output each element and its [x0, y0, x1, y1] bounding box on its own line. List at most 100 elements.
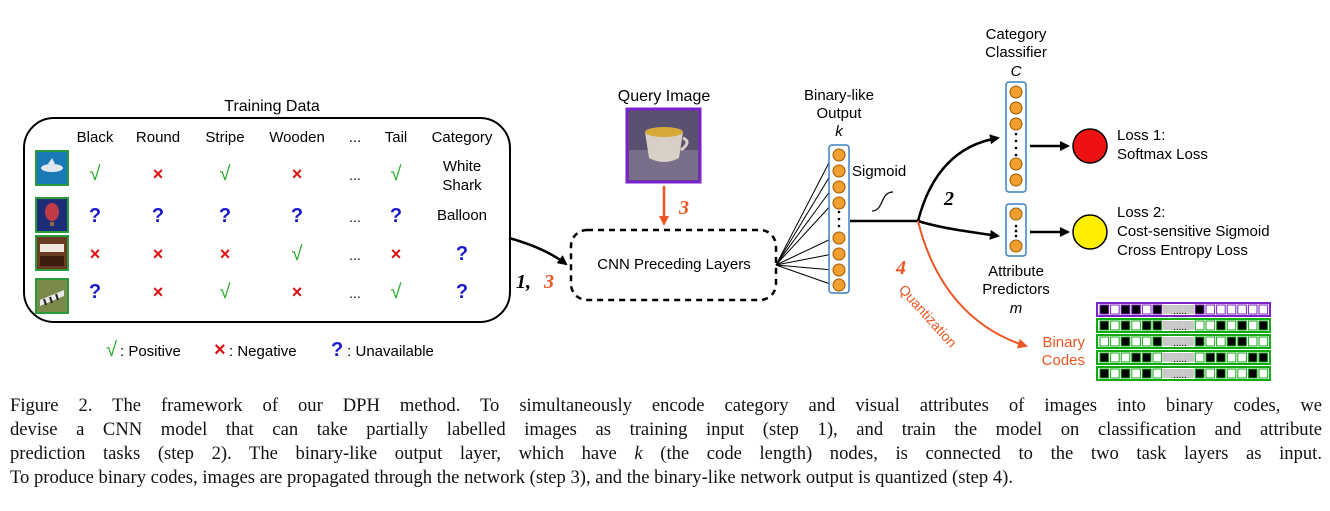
- code-gap: [1183, 353, 1195, 362]
- code-bit-1: [1120, 336, 1131, 347]
- code-bit-1: [1152, 320, 1163, 331]
- code-bit-1: [1258, 352, 1269, 363]
- ellipsis-dot: [1014, 139, 1018, 143]
- classifier-label-2: Classifier: [985, 44, 1047, 61]
- attribute-cell-pos: √: [220, 163, 231, 185]
- zebra-thumbnail: [35, 278, 69, 314]
- attribute-header-row: Black Round Stripe Wooden... Tail Category: [77, 129, 493, 146]
- code-bit-0: [1205, 368, 1216, 379]
- step-label-4: 4: [895, 257, 906, 279]
- legend-unavailable-symbol: ?: [331, 339, 343, 361]
- neuron-node: [832, 247, 846, 261]
- code-bit-0: [1110, 320, 1120, 331]
- code-bit-1: [1152, 336, 1163, 347]
- attribute-var: m: [1010, 300, 1023, 317]
- code-bit-1: [1099, 352, 1110, 363]
- step-label-3-train: 3: [543, 271, 554, 293]
- attribute-cell-neg: ×: [391, 244, 402, 264]
- loss2-desc-2: Cross Entropy Loss: [1117, 242, 1248, 259]
- code-bit-0: [1247, 304, 1258, 315]
- connection-line: [775, 253, 834, 266]
- code-ellipsis: .....: [1173, 338, 1187, 349]
- neuron-node: [1009, 117, 1023, 131]
- attribute-header: Category: [432, 129, 493, 146]
- category-cell: ?: [456, 281, 468, 303]
- classifier-nodes: [1009, 85, 1023, 187]
- code-bit-0: [1247, 320, 1258, 331]
- code-bit-0: [1226, 352, 1237, 363]
- attribute-header: Stripe: [205, 129, 244, 146]
- neuron-node: [832, 148, 846, 162]
- connection-line: [775, 202, 834, 266]
- code-gap: [1162, 369, 1174, 378]
- attribute-cell-pos: √: [391, 163, 402, 185]
- code-bit-0: [1194, 320, 1205, 331]
- attribute-cell-pos: √: [90, 163, 101, 185]
- attribute-header: Tail: [385, 129, 408, 146]
- code-bit-0: [1205, 304, 1216, 315]
- code-bit-0: [1258, 368, 1269, 379]
- neuron-node: [832, 164, 846, 178]
- query-image-title: Query Image: [618, 88, 711, 105]
- category-cell: White: [443, 158, 481, 175]
- neuron-node: [1009, 101, 1023, 115]
- quantization-arrow: [917, 220, 1028, 349]
- caption-line-3b: (the code length) nodes, is connected to…: [642, 443, 1322, 464]
- attribute-header: Round: [136, 129, 180, 146]
- code-bit-0: [1247, 336, 1258, 347]
- binary-layer-label-1: Binary-like: [804, 87, 874, 104]
- attribute-cell-unk: ?: [390, 205, 402, 227]
- attribute-cell-neg: ×: [292, 164, 303, 184]
- figure-caption: Figure 2. The framework of our DPH metho…: [10, 394, 1322, 490]
- ellipsis-dot: [1014, 132, 1018, 136]
- attribute-cell-dots: ...: [349, 285, 361, 301]
- code-bit-1: [1120, 304, 1131, 315]
- loss2-desc-1: Cost-sensitive Sigmoid: [1117, 223, 1270, 240]
- shark-thumbnail: [35, 150, 69, 186]
- code-bit-0: [1141, 304, 1152, 315]
- attribute-cell-dots: ...: [349, 209, 361, 225]
- step-label-2: 2: [943, 188, 954, 210]
- step-label-1: 1,: [516, 271, 531, 293]
- training-data-title: Training Data: [224, 98, 320, 115]
- category-cell: Shark: [442, 177, 482, 194]
- code-bit-0: [1152, 368, 1163, 379]
- code-bit-1: [1131, 352, 1141, 363]
- code-bit-0: [1131, 320, 1141, 331]
- classifier-label-1: Category: [986, 26, 1047, 43]
- attribute-label-1: Attribute: [988, 263, 1044, 280]
- ellipsis-dot: [837, 210, 841, 214]
- attribute-nodes: [1009, 207, 1023, 253]
- code-bit-0: [1237, 352, 1247, 363]
- code-ellipsis: .....: [1173, 322, 1187, 333]
- code-gap: [1183, 305, 1195, 314]
- code-bit-0: [1226, 368, 1237, 379]
- attribute-cell-pos: √: [220, 281, 231, 303]
- attribute-cell-unk: ?: [89, 281, 101, 303]
- code-bit-1: [1216, 320, 1226, 331]
- code-bit-1: [1194, 368, 1205, 379]
- attribute-cell-pos: √: [391, 281, 402, 303]
- code-gap: [1162, 337, 1174, 346]
- legend-positive-label: : Positive: [120, 343, 181, 360]
- attribute-header: Black: [77, 129, 114, 146]
- code-bit-0: [1120, 352, 1131, 363]
- code-bit-1: [1226, 336, 1237, 347]
- sigmoid-curve-icon: [871, 191, 894, 212]
- code-gap: [1173, 321, 1184, 330]
- attribute-cell-unk: ?: [291, 205, 303, 227]
- attribute-header: Wooden: [269, 129, 325, 146]
- neuron-node: [832, 231, 846, 245]
- caption-k-var: k: [634, 443, 643, 464]
- caption-line-1: Figure 2. The framework of our DPH metho…: [10, 395, 1322, 416]
- classifier-var: C: [1011, 63, 1022, 80]
- cnn-to-binary-connections: [775, 154, 834, 286]
- code-bit-0: [1237, 304, 1247, 315]
- neuron-node: [1009, 239, 1023, 253]
- query-image-photo: [625, 107, 702, 184]
- training-data-box: [23, 117, 511, 323]
- attribute-header: ...: [349, 129, 362, 146]
- loss2-title: Loss 2:: [1117, 204, 1165, 221]
- connection-line: [775, 264, 834, 286]
